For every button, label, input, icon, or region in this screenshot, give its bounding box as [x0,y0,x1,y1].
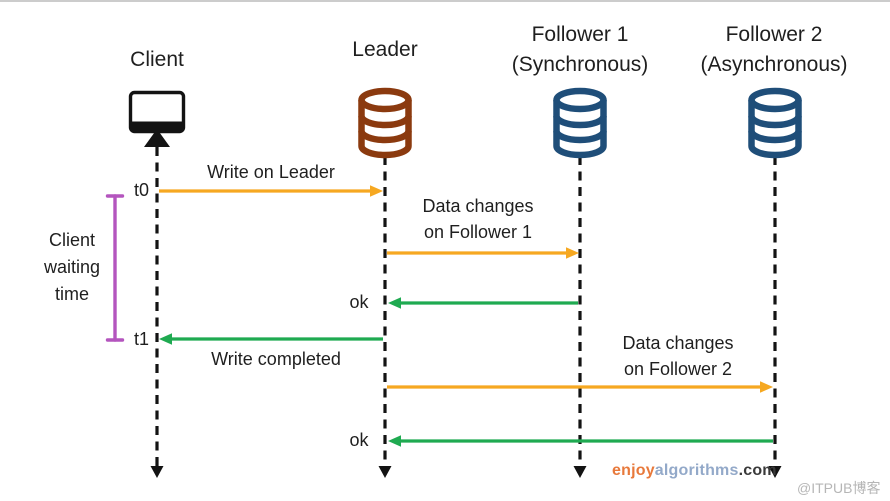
message-label-ok-follower1: ok [349,292,369,312]
follower2-lifeline [768,156,782,478]
message-label-data-changes-follower2-line1: Data changes [622,333,734,353]
actor-label-follower1-line2: (Synchronous) [511,53,649,76]
client-waiting-time-label: Client waiting time [44,227,100,308]
message-label-data-changes-follower2: Data changes on Follower 2 [622,330,733,382]
message-arrow-write-completed [159,333,383,345]
follower1-database-icon [553,87,607,159]
message-label-ok-follower2: ok [349,430,369,450]
actor-label-follower2-line1: Follower 2 [725,23,823,46]
top-border [0,0,890,2]
leader-lifeline [378,156,392,478]
actor-label-follower2-line2: (Asynchronous) [700,53,848,76]
time-marker-t1: t1 [133,329,149,349]
follower2-database-icon [748,87,802,159]
brand-enjoyalgorithms: enjoyalgorithms.com [612,462,777,480]
message-arrow-ok-follower1 [388,297,578,309]
message-label-write-on-leader: Write on Leader [207,162,335,182]
message-arrow-data-changes-follower2 [387,381,773,393]
actor-label-follower1-line1: Follower 1 [531,23,629,46]
client-waiting-time-line3: time [54,284,89,304]
client-lifeline [150,147,164,478]
actor-label-client: Client [130,48,184,71]
message-label-data-changes-follower2-line2: on Follower 2 [623,359,733,379]
client-monitor-icon [128,90,186,147]
follower1-lifeline [573,156,587,478]
message-label-write-completed: Write completed [211,349,341,369]
message-arrow-ok-follower2 [388,435,773,447]
actor-label-follower2: Follower 2 (Asynchronous) [700,20,847,80]
message-arrow-write-on-leader [159,185,383,197]
client-waiting-time-line2: waiting [43,257,101,277]
client-waiting-time-line1: Client [48,230,96,250]
actor-label-leader: Leader [352,38,418,61]
brand-com: .com [738,462,777,479]
message-label-data-changes-follower1-line2: on Follower 1 [423,222,533,242]
brand-enjoy: enjoy [612,462,655,479]
leader-database-icon [358,87,412,159]
time-marker-t0: t0 [133,180,149,200]
message-label-data-changes-follower1: Data changes on Follower 1 [422,193,533,245]
brand-algorithms: algorithms [654,462,739,479]
itpub-watermark: @ITPUB博客 [797,480,881,496]
message-label-data-changes-follower1-line1: Data changes [422,196,534,216]
actor-label-follower1: Follower 1 (Synchronous) [512,20,649,80]
message-arrow-data-changes-follower1 [387,247,579,259]
waiting-time-bracket [105,194,125,342]
